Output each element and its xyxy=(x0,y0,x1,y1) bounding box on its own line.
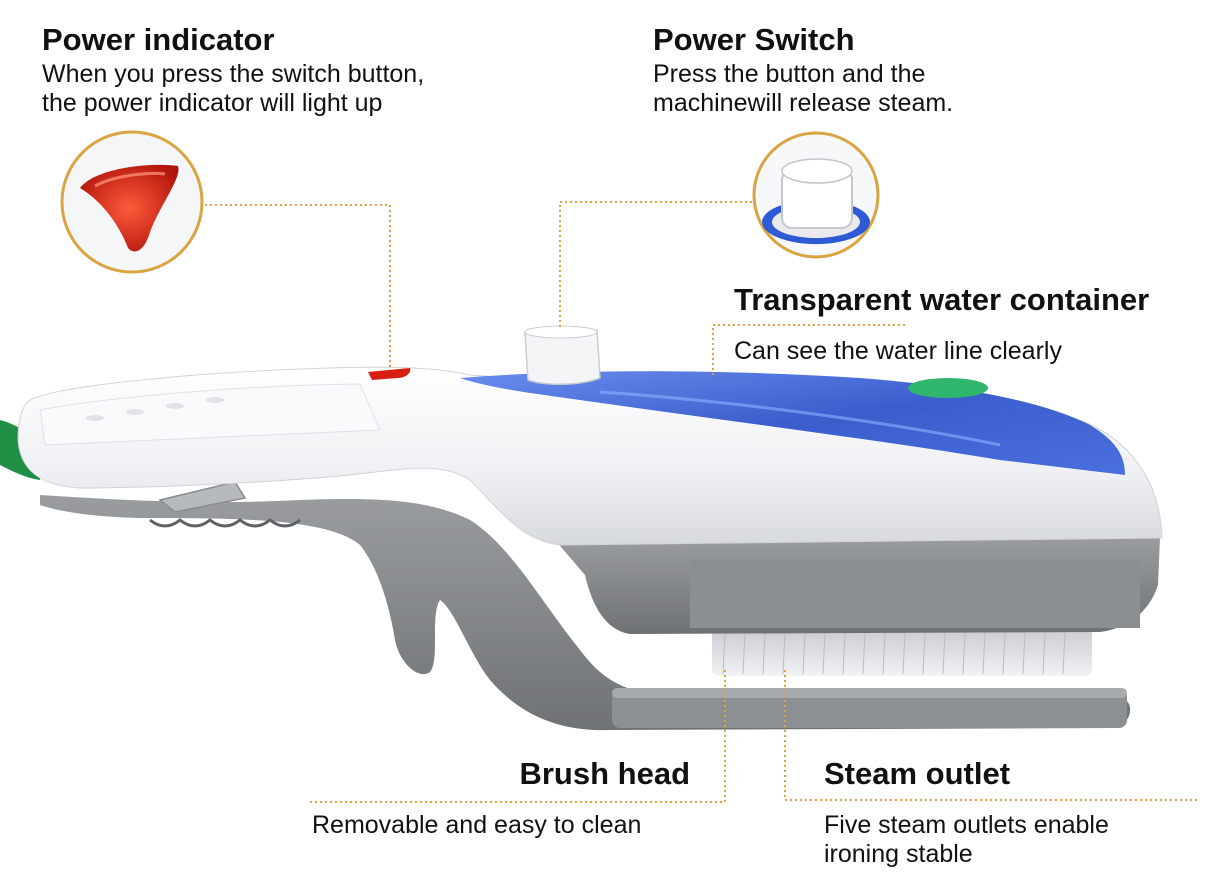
leader-power-indicator xyxy=(205,204,391,370)
leader-water-container xyxy=(712,324,905,375)
callout-desc: ironing stable xyxy=(824,840,973,868)
callout-steam-outlet: Steam outlet Five steam outlets enable i… xyxy=(824,757,1109,869)
callout-title: Power Switch xyxy=(653,22,855,57)
body-power-switch xyxy=(524,329,601,386)
callout-desc: When you press the switch button, xyxy=(42,60,425,88)
leader-brush-head xyxy=(310,670,726,803)
callout-desc: Five steam outlets enable xyxy=(824,811,1109,839)
callout-title: Power indicator xyxy=(42,22,275,57)
callout-title: Brush head xyxy=(519,756,690,791)
callout-power-switch: Power Switch Press the button and the ma… xyxy=(653,23,953,118)
indicator-zoom-circle xyxy=(60,130,204,274)
callout-desc: Can see the water line clearly xyxy=(734,337,1062,365)
callout-title: Steam outlet xyxy=(824,756,1011,791)
callout-desc: the power indicator will light up xyxy=(42,89,383,117)
callout-desc: Removable and easy to clean xyxy=(312,811,642,839)
callout-brush-head: Brush head Removable and easy to clean xyxy=(312,757,690,840)
callout-desc: machinewill release steam. xyxy=(653,89,954,117)
switch-zoom-circle xyxy=(752,131,880,259)
callout-water-container: Transparent water container Can see the … xyxy=(734,283,1149,366)
tank-button xyxy=(908,378,988,398)
leader-power-switch xyxy=(559,201,752,330)
brush-bristles xyxy=(712,628,1092,676)
body-indicator-light xyxy=(368,368,411,380)
callout-desc: Press the button and the xyxy=(653,60,926,88)
callout-power-indicator: Power indicator When you press the switc… xyxy=(42,23,424,118)
callout-title: Transparent water container xyxy=(734,282,1150,317)
leader-steam-outlet xyxy=(784,670,1197,801)
